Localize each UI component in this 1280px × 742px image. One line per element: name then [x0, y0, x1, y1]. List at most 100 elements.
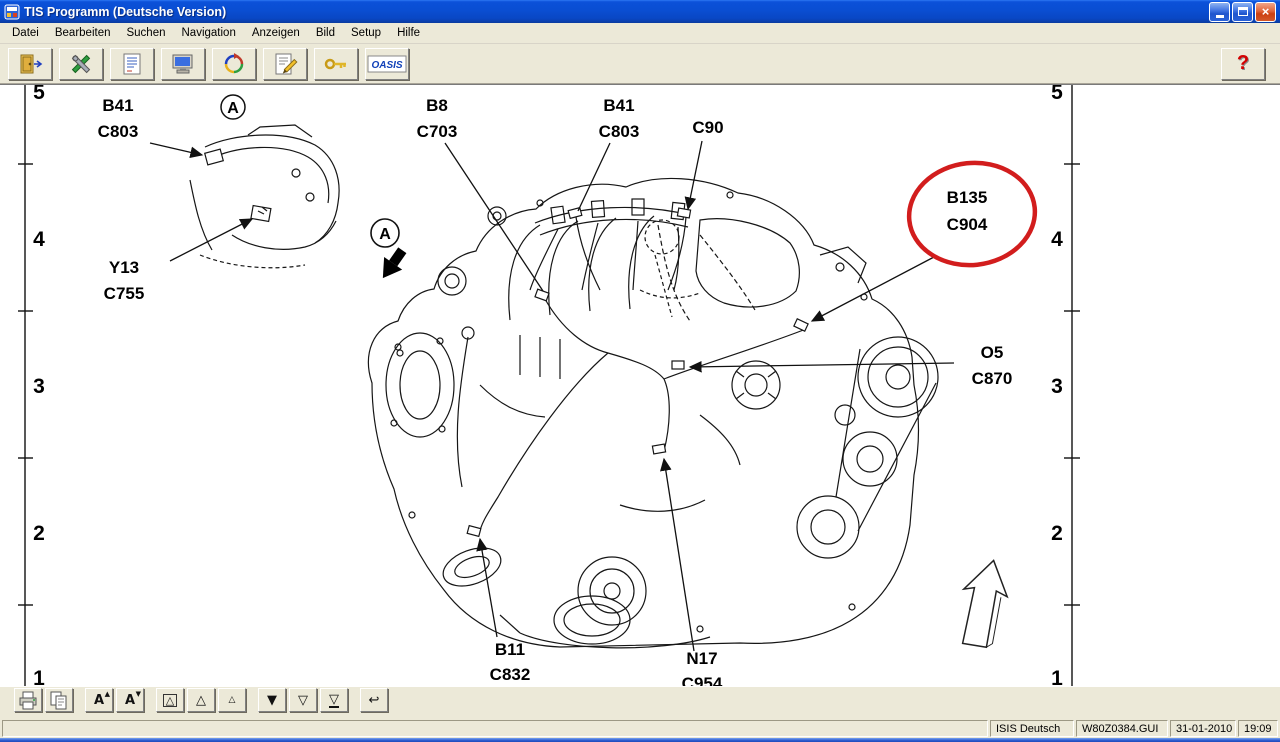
svg-text:4: 4 — [1051, 228, 1063, 251]
triangle-up-boxed-icon: △ — [162, 693, 178, 707]
callout-b135-c904[interactable]: B135 C904 — [947, 188, 988, 234]
svg-text:C90: C90 — [692, 118, 723, 137]
undo-button[interactable]: ↩ — [360, 688, 388, 712]
font-increase-button[interactable]: A ▲ — [85, 688, 113, 712]
view-direction-arrow — [382, 247, 407, 279]
menu-bearbeiten[interactable]: Bearbeiten — [54, 27, 111, 39]
svg-text:A: A — [227, 100, 239, 117]
rotate-up-boxed-button[interactable]: △ — [156, 688, 184, 712]
engine-line-art — [367, 177, 939, 649]
svg-text:Y13: Y13 — [109, 258, 139, 277]
triangle-up-icon: △ — [196, 692, 206, 708]
svg-text:N17: N17 — [686, 649, 717, 668]
exit-icon — [20, 54, 43, 73]
callout-b41-c803-top[interactable]: B41 C803 — [599, 96, 640, 141]
exit-button[interactable] — [8, 47, 52, 80]
menu-anzeigen[interactable]: Anzeigen — [251, 27, 300, 39]
tools-button[interactable] — [59, 47, 103, 80]
menu-datei[interactable]: Datei — [12, 27, 39, 39]
callout-b8-c703[interactable]: B8 C703 — [417, 96, 458, 141]
oasis-icon: OASIS — [367, 55, 407, 72]
orientation-arrow-icon — [961, 559, 1009, 649]
key-icon — [324, 58, 346, 69]
svg-text:O5: O5 — [981, 343, 1004, 362]
print-button[interactable] — [14, 688, 42, 712]
callout-c90[interactable]: C90 — [692, 118, 723, 137]
menu-navigation[interactable]: Navigation — [181, 27, 236, 39]
triangle-down-filled-icon: ▼ — [267, 692, 277, 708]
triangle-down-icon: ▽ — [298, 692, 308, 708]
view-marker-main: A — [370, 218, 407, 279]
status-time: 19:09 — [1238, 720, 1278, 737]
callout-o5-c870[interactable]: O5 C870 — [972, 343, 1013, 388]
report-button[interactable] — [263, 47, 307, 80]
triangle-up-small-icon: △ — [228, 694, 236, 705]
app-icon — [4, 4, 20, 19]
font-decrease-button[interactable]: A ▼ — [116, 688, 144, 712]
svg-text:C755: C755 — [104, 284, 145, 303]
refresh-icon — [224, 52, 244, 73]
svg-text:5: 5 — [33, 85, 45, 104]
svg-text:3: 3 — [33, 375, 45, 398]
svg-text:OASIS: OASIS — [371, 60, 402, 71]
menu-setup[interactable]: Setup — [351, 27, 382, 39]
image-toolbar: A ▲ A ▼ △ △ △ ▼ ▽ ▽ ↩ — [0, 686, 1280, 713]
view-marker-inset: A — [220, 94, 246, 120]
callout-y13-c755[interactable]: Y13 C755 — [104, 258, 145, 303]
print-icon — [19, 691, 37, 710]
callout-b41-c803-inset[interactable]: B41 C803 — [98, 96, 139, 141]
rotate-up-small-button[interactable]: △ — [218, 688, 246, 712]
help-icon: ? — [1236, 52, 1250, 74]
status-language: ISIS Deutsch — [990, 720, 1074, 737]
undo-icon: ↩ — [368, 692, 380, 708]
key-button[interactable] — [314, 47, 358, 80]
svg-text:C803: C803 — [98, 122, 139, 141]
svg-text:2: 2 — [33, 522, 45, 545]
copy-button[interactable] — [45, 688, 73, 712]
grid-labels-left: 5 4 3 2 1 — [33, 85, 45, 686]
svg-text:B135: B135 — [947, 188, 988, 207]
tools-icon — [71, 54, 91, 73]
svg-text:C954: C954 — [682, 674, 723, 686]
main-toolbar: OASIS ? — [0, 44, 1280, 84]
refresh-button[interactable] — [212, 47, 256, 80]
callout-n17-c954[interactable]: N17 C954 — [682, 649, 723, 686]
menu-suchen[interactable]: Suchen — [126, 27, 166, 39]
svg-text:A: A — [379, 226, 391, 243]
svg-text:2: 2 — [1051, 522, 1063, 545]
menu-hilfe[interactable]: Hilfe — [397, 27, 421, 39]
svg-text:B8: B8 — [426, 96, 448, 115]
close-button[interactable]: × — [1255, 1, 1276, 22]
svg-text:C904: C904 — [947, 215, 988, 234]
diagram-viewport[interactable]: 5 4 3 2 1 5 4 3 2 1 — [0, 84, 1280, 686]
svg-text:B11: B11 — [495, 640, 525, 659]
rotate-down-line-button[interactable]: ▽ — [320, 688, 348, 712]
notes-button[interactable] — [110, 47, 154, 80]
svg-text:4: 4 — [33, 228, 45, 251]
workstation-button[interactable] — [161, 47, 205, 80]
rotate-down-filled-button[interactable]: ▼ — [258, 688, 286, 712]
svg-text:B41: B41 — [102, 96, 133, 115]
title-bar: TIS Programm (Deutsche Version) × — [0, 0, 1280, 23]
menu-bar: Datei Bearbeiten Suchen Navigation Anzei… — [0, 23, 1280, 44]
maximize-button[interactable] — [1232, 1, 1253, 22]
svg-text:1: 1 — [33, 667, 45, 686]
maximize-icon — [1237, 7, 1248, 16]
copy-icon — [50, 691, 67, 710]
inset-line-art — [189, 124, 340, 269]
grid-labels-right: 5 4 3 2 1 — [1051, 85, 1063, 686]
rotate-up-button[interactable]: △ — [187, 688, 215, 712]
rotate-down-button[interactable]: ▽ — [289, 688, 317, 712]
notes-icon — [123, 53, 141, 74]
status-message-panel — [2, 720, 988, 737]
callout-b11-c832[interactable]: B11 C832 — [490, 640, 531, 684]
help-button[interactable]: ? — [1221, 47, 1265, 80]
grid-frame — [18, 85, 1080, 686]
font-decrease-arrow-icon: ▼ — [135, 690, 141, 698]
status-bar: ISIS Deutsch W80Z0384.GUI 31-01-2010 19:… — [0, 719, 1280, 738]
minimize-button[interactable] — [1209, 1, 1230, 22]
svg-text:3: 3 — [1051, 375, 1063, 398]
menu-bild[interactable]: Bild — [315, 27, 335, 39]
svg-text:C803: C803 — [599, 122, 640, 141]
oasis-button[interactable]: OASIS — [365, 47, 409, 80]
